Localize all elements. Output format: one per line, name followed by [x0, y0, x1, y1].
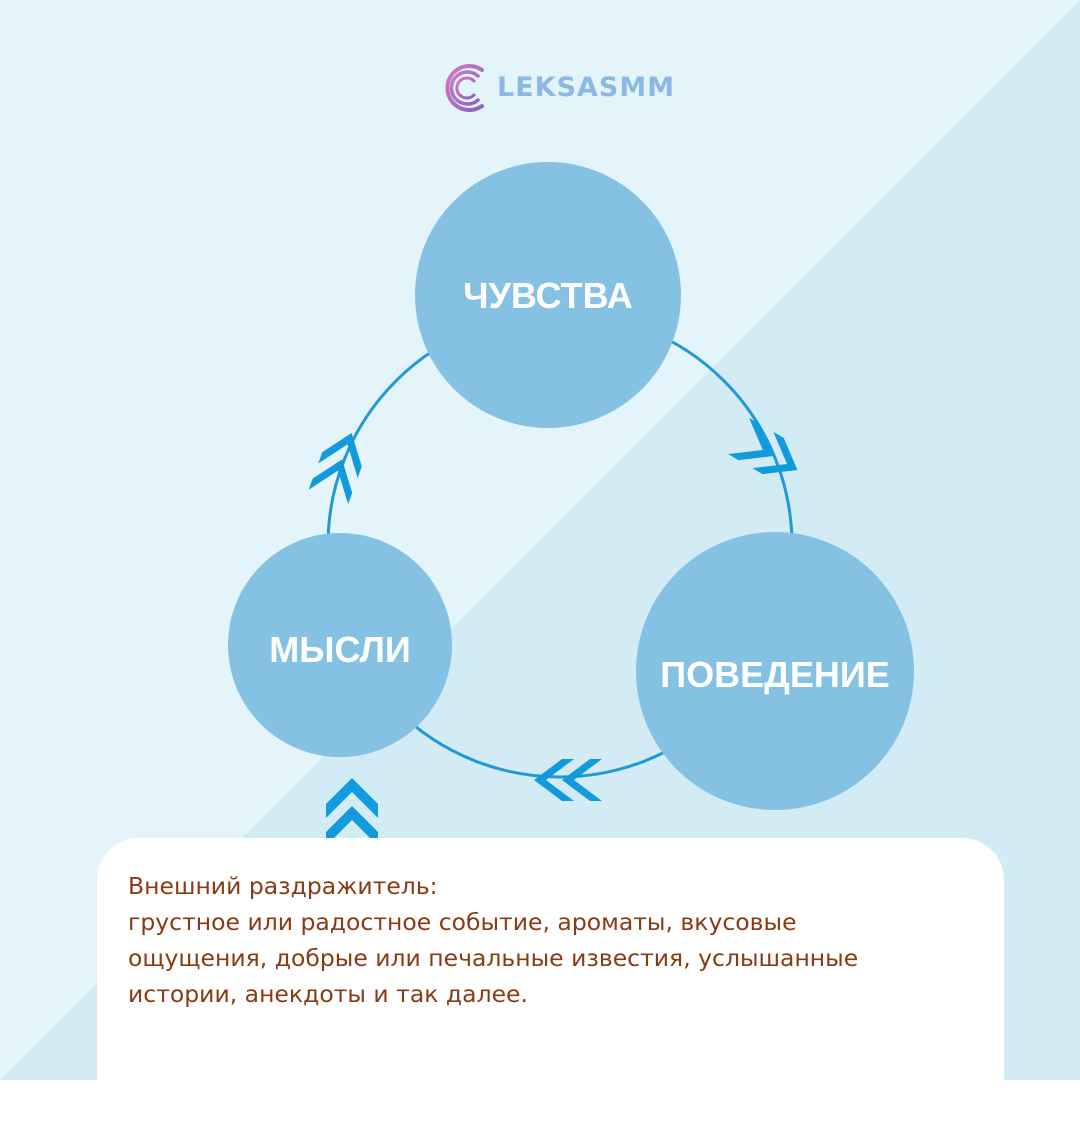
double-chevron-up-icon: [326, 778, 378, 846]
card-line: истории, анекдоты и так далее.: [128, 980, 528, 1008]
double-chevron-left-icon: [534, 759, 602, 801]
double-chevron-down-right-icon: [728, 417, 798, 475]
card-line: ощущения, добрые или печальные известия,…: [128, 944, 859, 972]
external-stimulus-text: Внешний раздражитель: грустное или радос…: [128, 868, 988, 1012]
background-diagonal-panel: [0, 0, 1080, 1080]
node-behavior: ПОВЕДЕНИЕ: [636, 532, 914, 810]
card-line: грустное или радостное событие, ароматы,…: [128, 908, 797, 936]
card-title: Внешний раздражитель:: [128, 872, 438, 900]
double-chevron-up-right-icon: [308, 433, 362, 505]
brand-logo: LEKSASMM: [438, 60, 678, 116]
node-feelings-label: ЧУВСТВА: [463, 275, 633, 316]
node-behavior-label: ПОВЕДЕНИЕ: [660, 654, 890, 695]
logo-text: LEKSASMM: [497, 72, 676, 103]
logo-swoosh-icon: [445, 64, 484, 112]
background-diagonal-shape: [0, 0, 1080, 1080]
node-thoughts: МЫСЛИ: [228, 533, 452, 757]
node-thoughts-label: МЫСЛИ: [269, 629, 411, 670]
node-feelings: ЧУВСТВА: [415, 162, 681, 428]
